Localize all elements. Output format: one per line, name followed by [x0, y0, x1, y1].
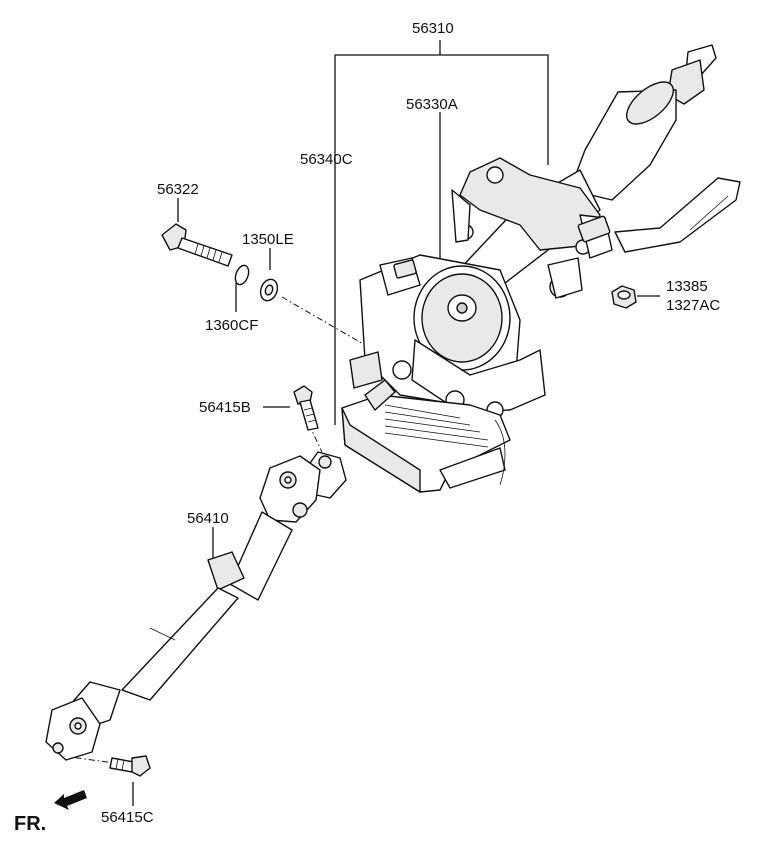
washer-1350LE [259, 278, 279, 302]
bolt-thread-56322 [194, 243, 223, 263]
label-56415B: 56415B [199, 399, 251, 416]
label-1360CF: 1360CF [205, 317, 258, 334]
bolt-56415C [109, 755, 151, 777]
label-56310: 56310 [412, 20, 454, 37]
callout-lines [132, 40, 660, 806]
bolt-56415B [293, 385, 319, 431]
label-56330A: 56330A [406, 96, 458, 113]
steering-column-assembly [341, 44, 741, 493]
label-56410: 56410 [187, 510, 229, 527]
label-13385: 13385 [666, 278, 708, 295]
front-direction-indicator: FR. [14, 790, 87, 835]
lock-washer-1360CF [234, 264, 250, 286]
label-1327AC: 1327AC [666, 297, 720, 314]
label-56322: 56322 [157, 181, 199, 198]
intermediate-shaft-56410 [45, 451, 347, 761]
assembly-lines [61, 296, 366, 764]
label-56340C: 56340C [300, 151, 353, 168]
label-1350LE: 1350LE [242, 231, 294, 248]
part-labels: 56310 56330A 56340C 56322 1350LE 1360CF … [101, 20, 720, 826]
label-56415C: 56415C [101, 809, 154, 826]
front-arrow-icon [54, 790, 87, 810]
ecu-fins [384, 404, 489, 448]
nut-13385 [611, 285, 637, 309]
bolt-56322 [161, 223, 233, 267]
front-direction-label: FR. [14, 813, 46, 835]
